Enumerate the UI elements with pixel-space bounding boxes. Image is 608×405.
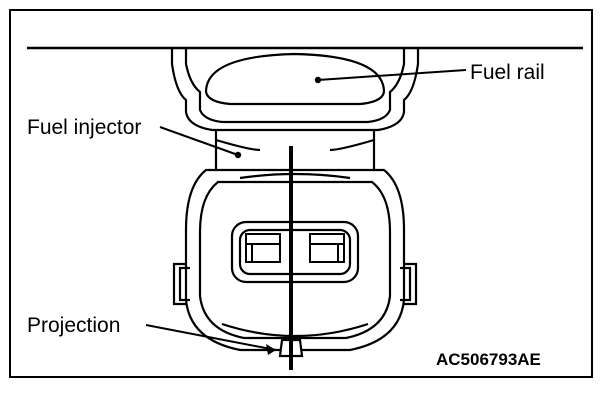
- terminal-cavity: [230, 220, 360, 284]
- fuel-rail-leader: [317, 69, 467, 81]
- figure-frame: [9, 9, 593, 378]
- terminal-left: [245, 233, 281, 263]
- fuel-injector-leader: [159, 126, 239, 156]
- leader-dots: [234, 76, 322, 159]
- leader-lines: [145, 69, 467, 351]
- fuel-injector-dot: [234, 151, 242, 159]
- label-fuel-injector: Fuel injector: [27, 116, 141, 139]
- connector-housing: [172, 168, 418, 352]
- projection-leader: [145, 324, 277, 351]
- label-fuel-rail: Fuel rail: [470, 61, 545, 84]
- terminal-right: [309, 233, 345, 263]
- fuel-rail-dot: [314, 76, 322, 84]
- figure-code: AC506793AE: [436, 350, 541, 369]
- fuel-rail-cup: [170, 48, 420, 132]
- label-projection: Projection: [27, 314, 120, 337]
- fuel-injector-body: [214, 130, 376, 170]
- projection-arrowhead: [266, 344, 276, 355]
